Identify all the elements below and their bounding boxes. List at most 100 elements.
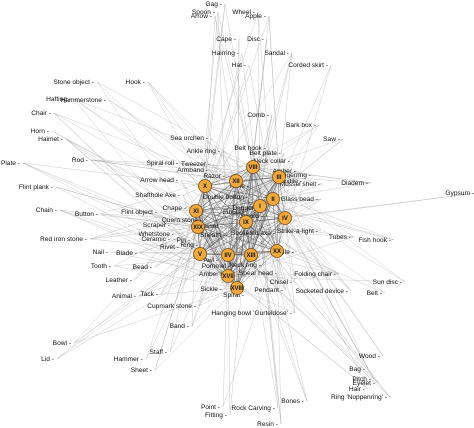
cluster-node-circle	[278, 211, 292, 225]
item-label: Sword -	[240, 213, 263, 220]
edge	[159, 211, 278, 252]
edge	[276, 250, 296, 314]
core-edge	[204, 185, 286, 219]
edge	[197, 226, 243, 275]
item-label: Bag -	[349, 366, 365, 373]
item-label: Pitch -	[352, 376, 371, 383]
edge	[284, 217, 296, 283]
item-label: Bones -	[281, 398, 304, 405]
edge	[217, 11, 229, 277]
item-label: Horn -	[31, 128, 49, 135]
cluster-node-label: III	[276, 175, 281, 181]
item-label: Sandal -	[264, 50, 289, 57]
item-label: Stone object -	[53, 79, 94, 86]
edge	[59, 209, 229, 277]
core-edge	[227, 217, 286, 256]
cluster-node-circle	[244, 248, 258, 262]
item-label: Dagger -	[232, 205, 258, 212]
edge	[245, 221, 340, 275]
item-label: Comb -	[247, 112, 269, 119]
cluster-node-label: XIII	[246, 253, 255, 259]
edge	[191, 217, 286, 327]
edge	[245, 221, 355, 238]
core-edge	[195, 205, 261, 212]
edge	[56, 253, 201, 360]
core-edge	[197, 226, 278, 252]
core-edge	[197, 166, 254, 228]
edge	[252, 166, 372, 184]
edge	[100, 213, 238, 289]
item-label: Spiral roll -	[146, 160, 178, 167]
edge	[51, 130, 197, 212]
edge	[284, 217, 296, 314]
cluster-node-circle	[253, 199, 267, 213]
item-label: Diadem -	[341, 180, 368, 187]
edge	[100, 166, 254, 215]
edge	[252, 166, 352, 292]
edge	[227, 198, 322, 277]
core-edge	[236, 198, 274, 289]
edge	[89, 176, 280, 240]
cluster-node-label: IIV	[224, 253, 231, 259]
core-edge	[195, 166, 254, 212]
item-label: Nail -	[93, 249, 108, 256]
item-label: Tack -	[140, 291, 158, 298]
core-edge	[199, 166, 254, 255]
item-label: Vessel -	[199, 223, 222, 230]
cluster-node-circle	[221, 248, 235, 262]
cluster-node-label: IX	[243, 220, 249, 226]
cluster-node-circle	[239, 215, 253, 229]
item-label: Belt plate -	[249, 150, 281, 157]
core-edge	[197, 226, 252, 256]
cluster-node: VIII	[246, 160, 260, 174]
core-edge	[236, 217, 286, 289]
cluster-node: IIV	[221, 248, 235, 262]
item-label: Chisel -	[270, 279, 292, 286]
item-label: Neck collar -	[253, 158, 290, 165]
edge	[284, 174, 315, 219]
edge	[272, 198, 384, 357]
item-label: Arrow head -	[140, 177, 178, 184]
item-label: Awl -	[203, 257, 218, 264]
item-label: Pendant -	[254, 287, 283, 294]
cluster-node-label: IV	[282, 216, 288, 222]
edge	[259, 205, 279, 409]
edge	[272, 198, 406, 283]
cluster-node: XIII	[244, 248, 258, 262]
cluster-node: XVIII	[230, 281, 244, 295]
item-label: Quern stone -	[162, 217, 202, 224]
edge	[268, 15, 280, 178]
item-label: Sun disc -	[373, 279, 402, 286]
item-label: Hammer -	[114, 356, 143, 363]
edge	[147, 81, 247, 223]
core-edge	[199, 217, 286, 255]
edge	[259, 205, 282, 425]
item-label: Saw -	[323, 136, 340, 143]
edge	[272, 198, 375, 380]
core-edge	[195, 210, 286, 219]
edge	[191, 166, 254, 327]
core-edge	[227, 180, 237, 256]
cluster-node-label: VIII	[248, 165, 257, 171]
item-label: Sheath -	[200, 232, 225, 239]
core-edge	[195, 210, 278, 252]
item-label: Flint object -	[121, 209, 157, 216]
cluster-node-circle	[191, 220, 205, 234]
core-edge	[227, 217, 286, 277]
core-edge	[276, 176, 280, 252]
core-edge	[235, 180, 238, 289]
core-edge	[227, 198, 274, 277]
item-label: Folding chair -	[294, 271, 336, 278]
core-edge	[195, 210, 229, 256]
edge	[278, 176, 369, 370]
item-label: Socketed device -	[296, 288, 348, 295]
edge	[252, 166, 406, 283]
cluster-node-circle	[221, 269, 235, 283]
edge	[222, 150, 238, 289]
edge	[217, 11, 254, 168]
item-label: Eyelet -	[353, 380, 375, 387]
edge	[227, 273, 340, 277]
edge	[73, 98, 206, 187]
item-label: Fish hook -	[358, 237, 391, 244]
